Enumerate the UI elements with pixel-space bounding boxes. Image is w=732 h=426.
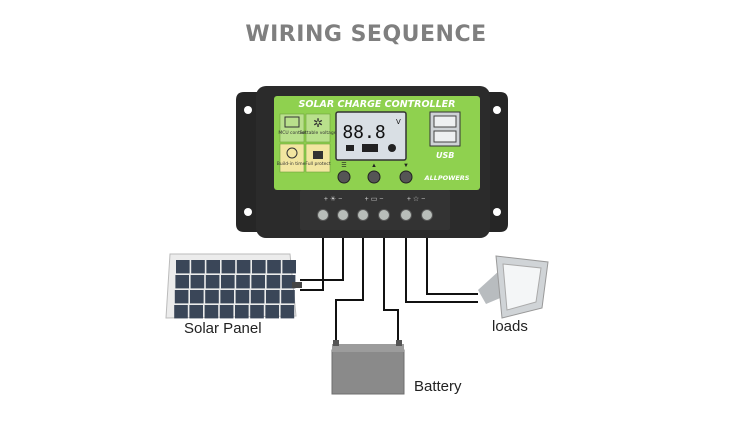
menu-button [337, 170, 351, 184]
solar-cell [235, 290, 250, 304]
chip-icon [284, 116, 300, 128]
lcd-icons [346, 144, 396, 152]
up-button [367, 170, 381, 184]
solar-cell [265, 305, 279, 319]
solar-cell [250, 305, 264, 319]
terminal-block [300, 190, 450, 230]
floodlight-lens [502, 263, 542, 311]
solar-cell [204, 305, 219, 319]
solar-cell [190, 290, 204, 304]
usb-port-2 [433, 130, 457, 143]
solar-cell [205, 290, 219, 304]
brand-label: ALLPOWERS [424, 174, 470, 182]
solar-cell [190, 275, 205, 289]
terminal-group-load: + ☆ − [407, 195, 425, 203]
solar-panel-label: Solar Panel [184, 320, 262, 337]
button-mark-menu: ☰ [341, 162, 346, 169]
load-wire-positive [405, 222, 478, 303]
left-mount-flange [236, 92, 262, 232]
terminal-battery-negative [378, 209, 390, 221]
terminal-group-solar: + ☀ − [324, 195, 342, 203]
solar-cell [175, 275, 189, 289]
down-button [399, 170, 413, 184]
feature-voltage: Settable voltage [299, 130, 336, 136]
controller-name: SOLAR CHARGE CONTROLLER [299, 99, 456, 110]
solar-wire-negative [300, 222, 344, 281]
battery-wire-negative [383, 222, 399, 345]
solar-cell [174, 305, 188, 319]
solar-cell [189, 305, 203, 319]
battery-terminal-positive [333, 340, 339, 346]
solar-cell [221, 275, 235, 289]
feature-protect: Full protect [305, 161, 330, 167]
usb-label: USB [436, 151, 454, 160]
solar-cell [205, 275, 220, 289]
charge-controller: SOLAR CHARGE CONTROLLER MCU control ✲ Se… [236, 86, 508, 238]
battery-terminal-negative [396, 340, 402, 346]
clock-icon [286, 147, 298, 159]
solar-cell [235, 305, 249, 319]
lcd-unit: V [396, 118, 401, 126]
battery [331, 340, 405, 395]
terminal-screws [317, 209, 433, 221]
terminal-solar-positive [317, 209, 329, 221]
wires [300, 222, 478, 345]
lock-icon [313, 151, 323, 159]
button-mark-down: ▼ [403, 163, 409, 169]
solar-cell [206, 260, 220, 274]
terminal-battery-positive [357, 209, 369, 221]
solar-panel [165, 253, 302, 319]
solar-cell [251, 275, 265, 289]
solar-cell [252, 260, 266, 274]
solar-connector [292, 282, 302, 288]
solar-cell [266, 275, 281, 289]
solar-wire-positive [300, 222, 324, 291]
solar-cell [236, 260, 251, 274]
button-mark-up: ▲ [371, 163, 377, 169]
solar-cell [236, 275, 250, 289]
solar-cells [174, 260, 296, 319]
solar-cell [266, 290, 280, 304]
feature-timer: Build-in timer [277, 161, 308, 167]
terminal-solar-negative [337, 209, 349, 221]
solar-cell [282, 260, 296, 274]
solar-cell [221, 260, 236, 274]
battery-body [331, 349, 405, 395]
solar-cell [174, 290, 189, 304]
feature-mcu: MCU control [278, 130, 305, 136]
solar-cell [250, 290, 265, 304]
terminal-load-negative [421, 209, 433, 221]
control-buttons: ☰ ▲ ▼ [337, 162, 413, 184]
gear-icon: ✲ [313, 116, 323, 130]
usb-port-1 [433, 115, 457, 128]
solar-cell [267, 260, 281, 274]
solar-cell [191, 260, 205, 274]
right-mount-flange [486, 92, 508, 232]
load-wire-negative [426, 222, 478, 295]
terminal-group-battery: + ▭ − [365, 196, 384, 203]
battery-label: Battery [414, 378, 462, 395]
lcd-value: 88.8 [342, 122, 385, 143]
terminal-load-positive [400, 209, 412, 221]
solar-cell [280, 305, 295, 319]
loads-label: loads [492, 318, 528, 335]
floodlight-load [478, 255, 549, 319]
solar-cell [176, 260, 190, 274]
battery-wire-positive [335, 222, 364, 345]
solar-cell [220, 290, 234, 304]
solar-cell [219, 305, 234, 319]
diagram-title: WIRING SEQUENCE [245, 22, 487, 47]
solar-cell [281, 290, 295, 304]
